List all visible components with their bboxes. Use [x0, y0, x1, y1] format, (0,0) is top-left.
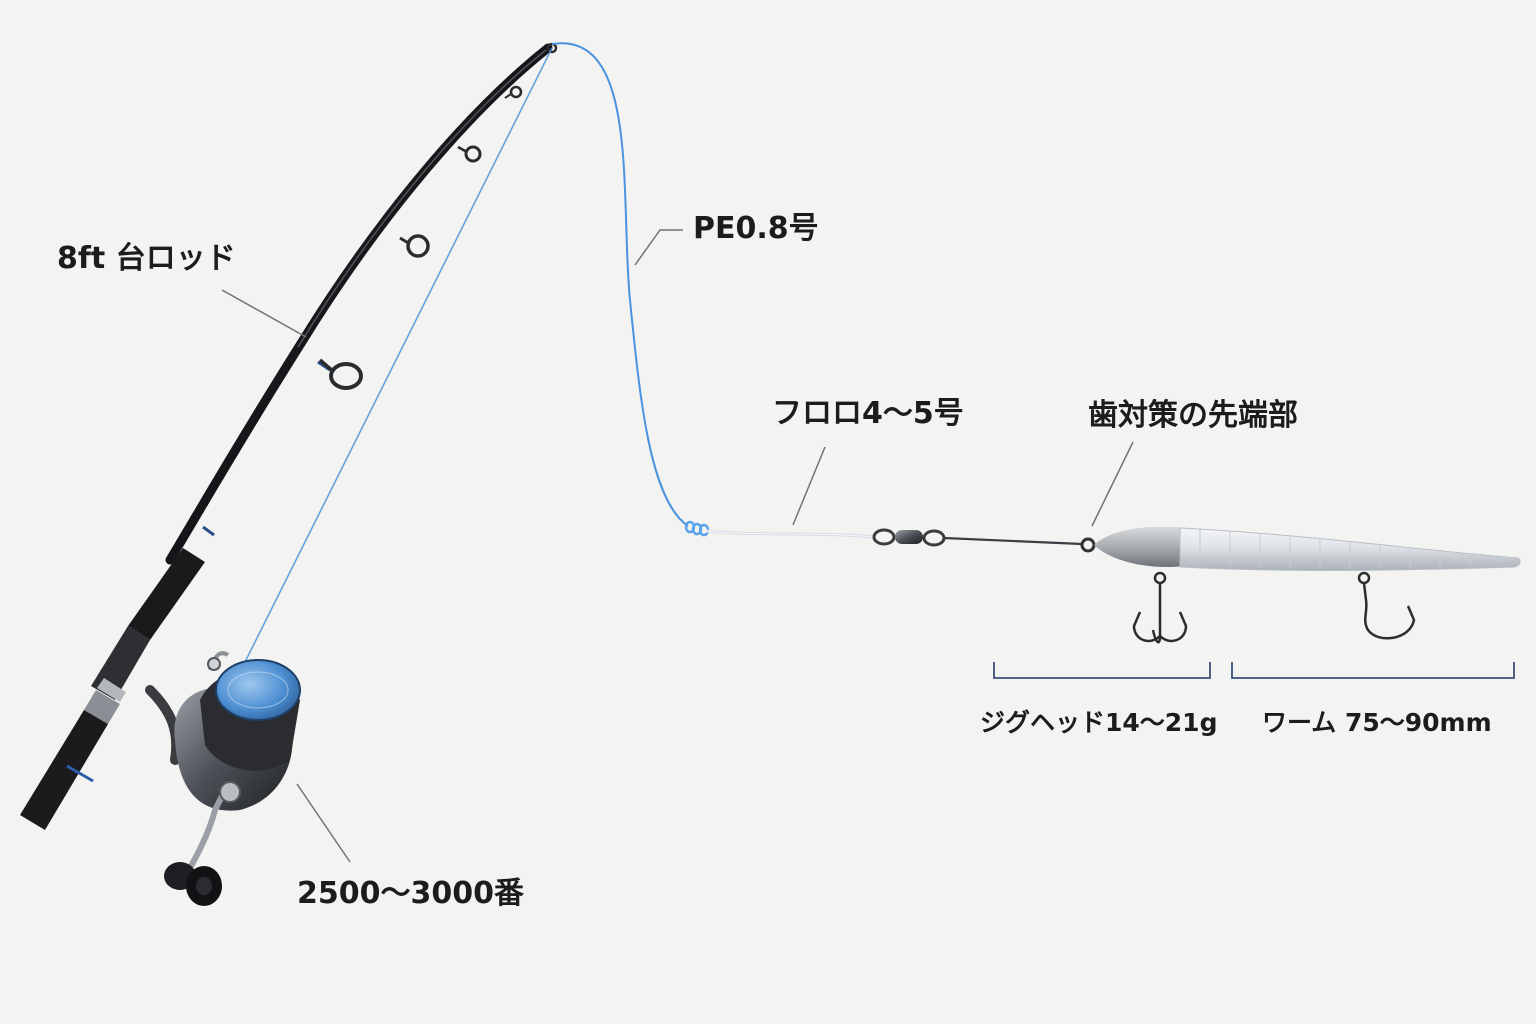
- callout-reel: [296, 783, 351, 863]
- worm-segments: [1199, 530, 1471, 569]
- pe-line-outer: [551, 42, 689, 527]
- reel-handle-arm: [187, 787, 228, 871]
- fg-knot: [684, 520, 710, 537]
- callout-tip: [1091, 441, 1134, 527]
- thread-wraps: [202, 360, 331, 537]
- bracket-jig-head: [993, 662, 1211, 679]
- label-rod: 8ft 台ロッド: [57, 241, 236, 276]
- callout-pe: [634, 229, 683, 266]
- treble-hook: [1132, 571, 1188, 644]
- rod-blank-highlight: [297, 49, 547, 348]
- label-main-line: PE0.8号: [693, 211, 819, 246]
- label-jig-head: ジグヘッド14～21g: [980, 708, 1218, 737]
- reel-seat-ring: [84, 690, 120, 724]
- pe-line-inner: [235, 47, 553, 681]
- callout-rod: [221, 289, 307, 338]
- lure: [1080, 526, 1521, 644]
- leader: [705, 529, 875, 539]
- reel-handle-knob: [164, 862, 222, 906]
- label-tip-guard: 歯対策の先端部: [1088, 398, 1298, 433]
- label-worm: ワーム 75～90mm: [1262, 708, 1492, 737]
- stinger-hook: [1357, 571, 1416, 640]
- rod-blank: [165, 43, 553, 565]
- bracket-worm: [1231, 662, 1515, 679]
- label-reel: 2500～3000番: [297, 876, 524, 911]
- spinning-reel: [145, 651, 301, 906]
- swivel: [872, 528, 1083, 547]
- spool: [215, 659, 301, 721]
- rear-grip: [20, 710, 108, 830]
- label-leader: フロロ4～5号: [772, 396, 964, 431]
- brackets: [993, 662, 1515, 679]
- fore-grip: [128, 548, 205, 640]
- reel-seat-ring-2: [97, 678, 126, 702]
- reel-foot: [145, 685, 182, 765]
- line-eye: [1080, 537, 1096, 553]
- callout-leader: [792, 446, 826, 526]
- rod: [20, 42, 558, 830]
- jig-head-body: [1094, 526, 1185, 568]
- main-line: [235, 42, 710, 681]
- rod-guides: [318, 42, 558, 390]
- callout-lines: [221, 229, 1134, 863]
